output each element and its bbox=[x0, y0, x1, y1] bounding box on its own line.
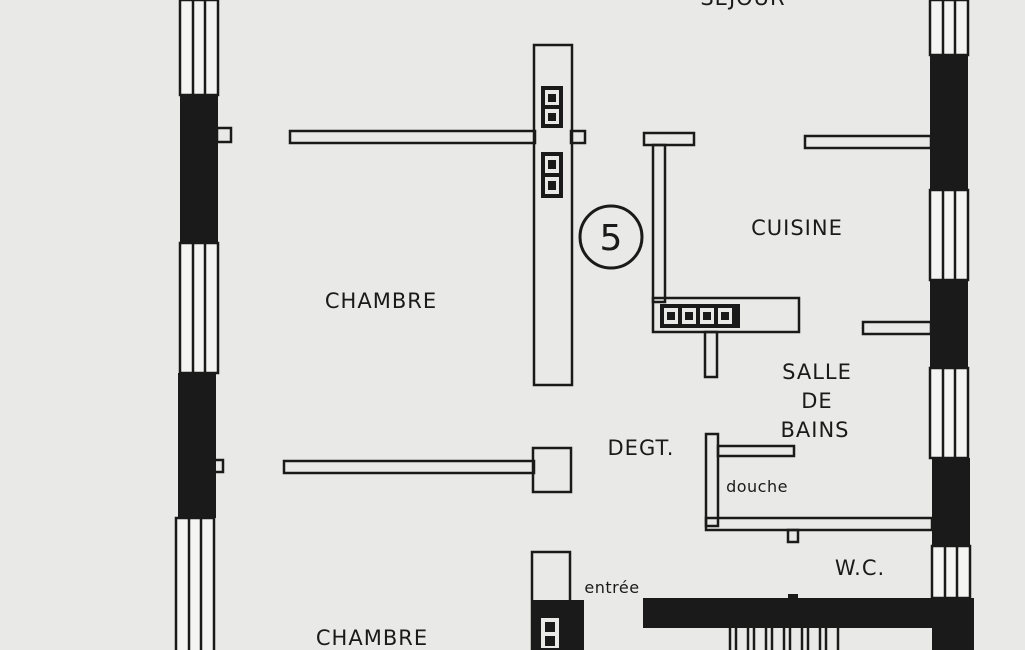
wall-stub bbox=[215, 126, 233, 144]
partition-sejour-cuisine bbox=[803, 134, 933, 150]
partition-chambre-bottom bbox=[282, 459, 536, 475]
column-stub bbox=[569, 129, 587, 145]
label-degagement: DEGT. bbox=[608, 436, 675, 460]
left-window-bottom bbox=[174, 516, 216, 650]
label-chambre-2: CHAMBRE bbox=[316, 626, 428, 650]
ventilation-ducts-middle bbox=[541, 152, 563, 198]
label-salle: SALLE bbox=[782, 360, 852, 384]
right-window-top bbox=[928, 0, 970, 57]
left-window-top bbox=[178, 0, 220, 97]
right-wall-solid-1 bbox=[930, 55, 968, 190]
left-window-middle bbox=[178, 241, 220, 375]
label-de: DE bbox=[801, 389, 832, 413]
shower-wall-left bbox=[704, 432, 720, 528]
label-douche: douche bbox=[726, 477, 788, 496]
kitchen-wall-top bbox=[642, 131, 696, 147]
left-wall-solid-2 bbox=[178, 373, 216, 518]
right-exterior-wall bbox=[928, 0, 974, 650]
label-entree: entrée bbox=[584, 578, 639, 597]
label-wc: W.C. bbox=[835, 556, 885, 580]
kitchen-ducts bbox=[660, 304, 740, 328]
kitchen-wall-vertical bbox=[651, 143, 667, 304]
partition-chambre-top bbox=[288, 129, 537, 145]
right-window-4 bbox=[930, 544, 972, 600]
partition-cuisine-sdb bbox=[861, 320, 933, 336]
right-wall-solid-2 bbox=[930, 280, 968, 368]
wall-stub bbox=[211, 458, 225, 474]
shower-stub bbox=[786, 528, 800, 544]
kitchen-wall-stub-down bbox=[703, 330, 719, 379]
label-chambre-1: CHAMBRE bbox=[325, 289, 437, 313]
left-wall-solid-1 bbox=[180, 95, 218, 243]
balcony-railing bbox=[728, 628, 840, 650]
right-wall-solid-3 bbox=[932, 458, 970, 546]
right-wall-solid-4 bbox=[932, 598, 974, 650]
right-window-3 bbox=[928, 366, 970, 460]
kitchen-counter bbox=[651, 296, 801, 334]
interior-partitions bbox=[282, 43, 935, 650]
right-window-2 bbox=[928, 188, 970, 282]
shower-wall-top bbox=[716, 444, 796, 458]
label-cuisine: CUISINE bbox=[751, 216, 843, 240]
central-duct-column bbox=[532, 43, 574, 387]
unit-number-marker: 5 bbox=[578, 204, 644, 270]
unit-number: 5 bbox=[600, 218, 623, 259]
shower-wall-bottom bbox=[704, 516, 934, 532]
ventilation-ducts-upper bbox=[541, 86, 563, 128]
left-exterior-wall bbox=[174, 0, 233, 650]
label-sejour: SÉJOUR bbox=[700, 0, 785, 10]
label-bains: BAINS bbox=[780, 418, 849, 442]
partition-pillar bbox=[531, 446, 573, 494]
